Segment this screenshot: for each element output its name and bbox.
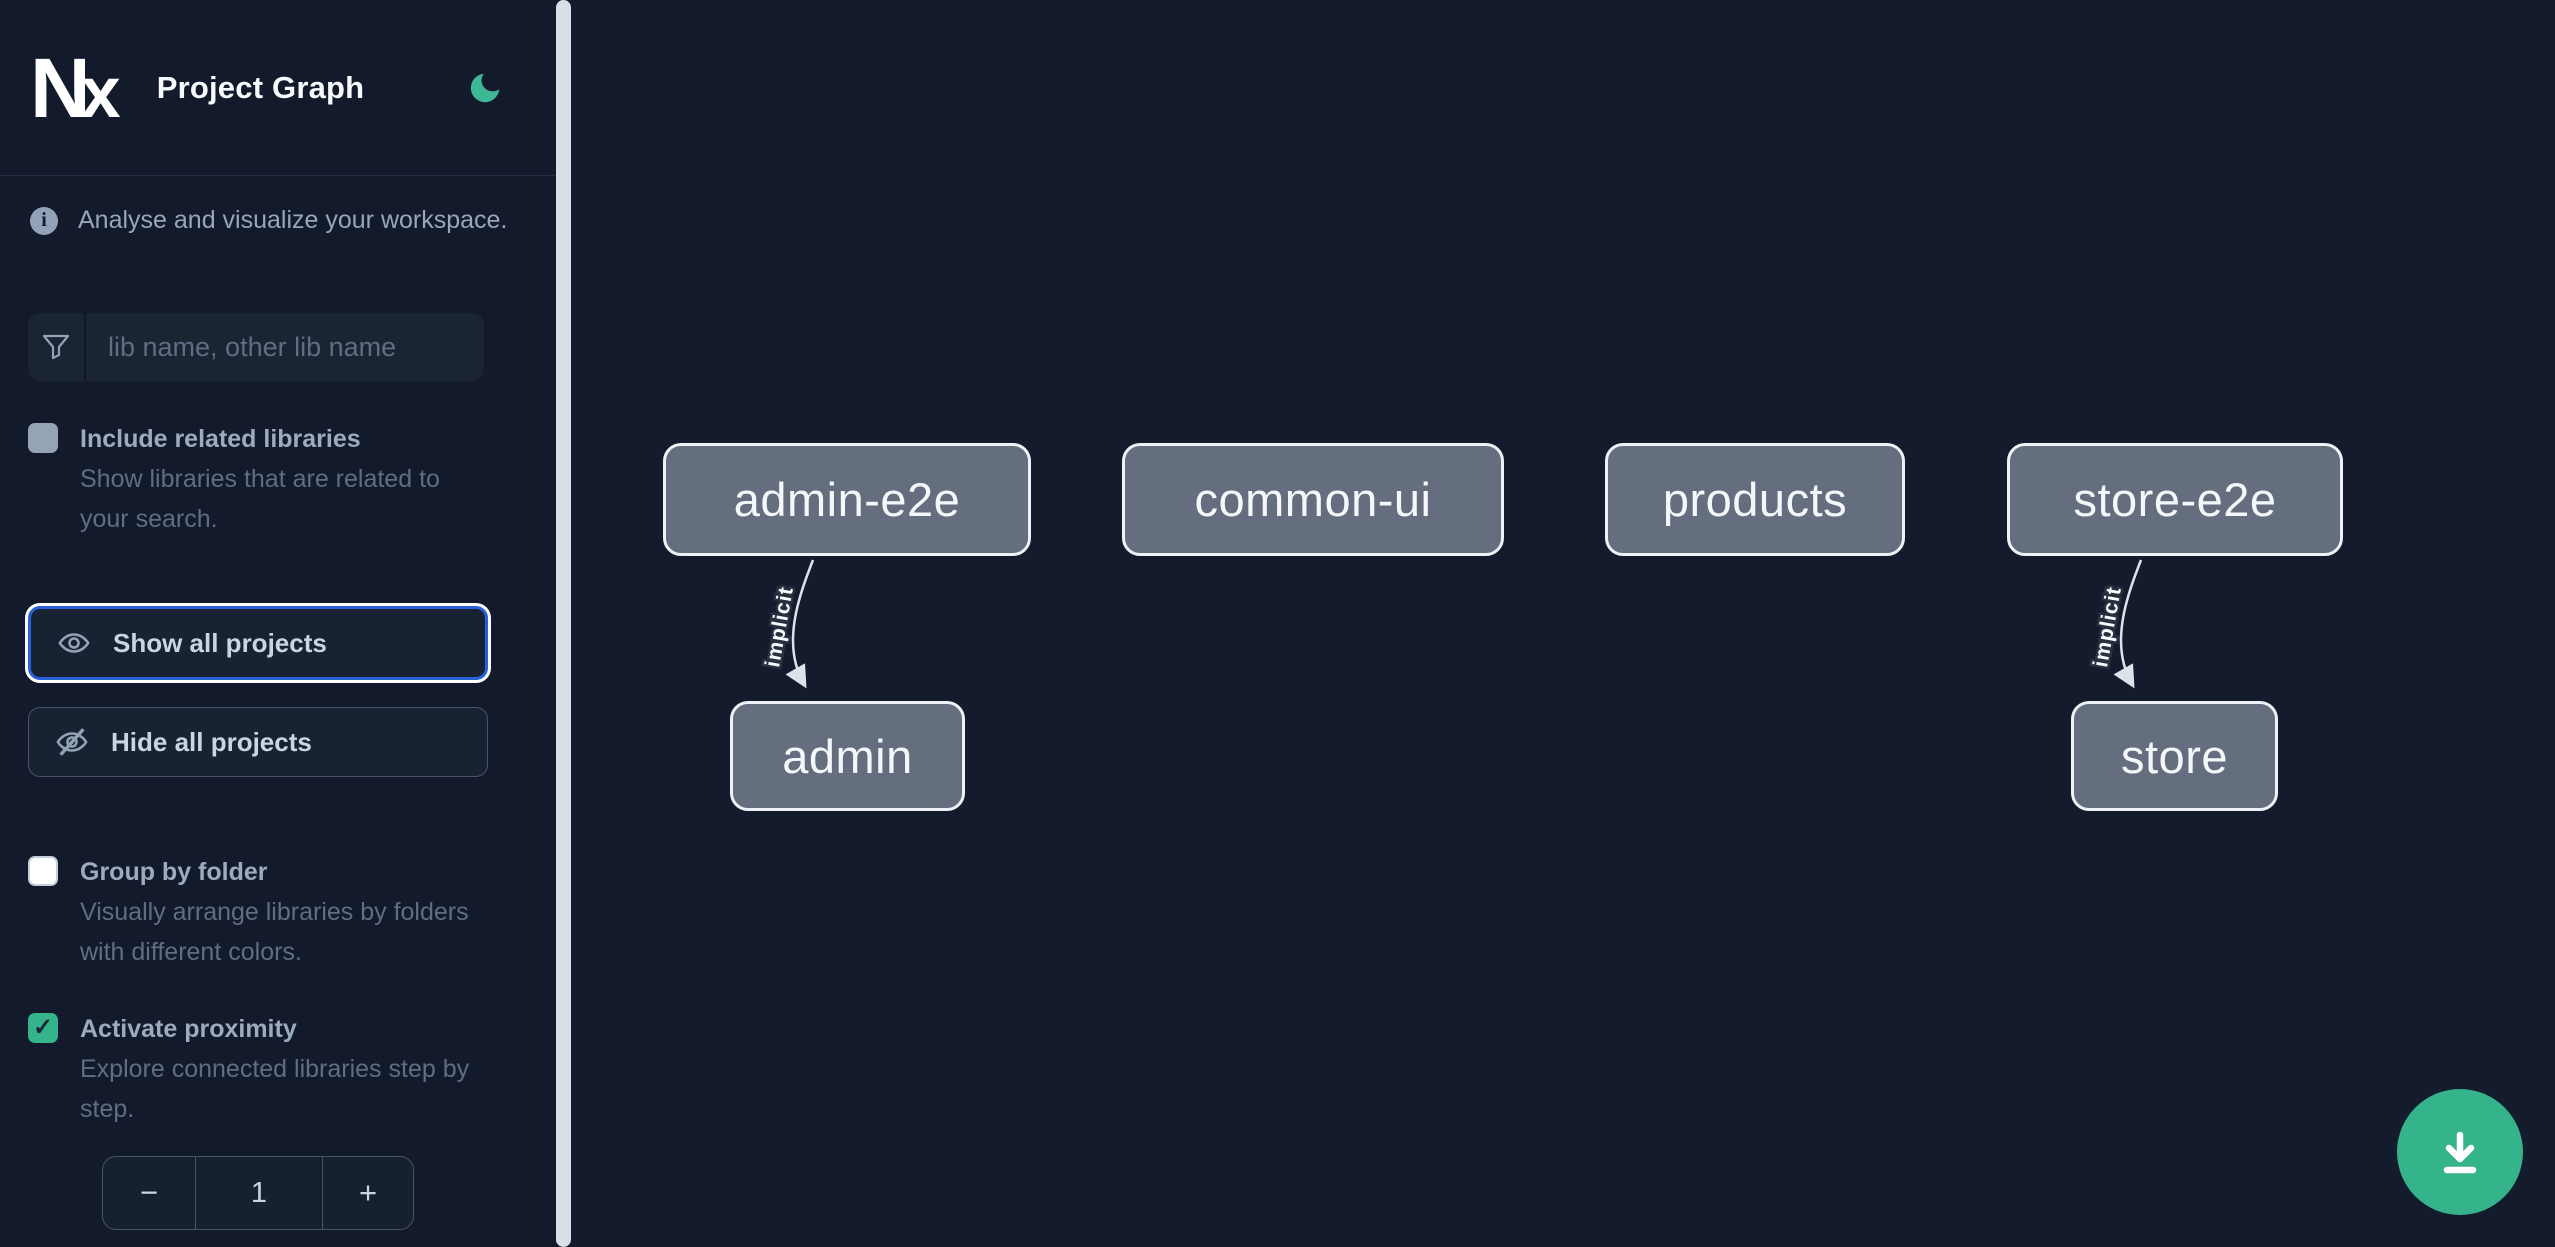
edge-store-e2e-store: [2113, 559, 2143, 689]
eye-off-icon: [56, 728, 88, 756]
check-icon: ✓: [32, 1014, 54, 1041]
download-icon: [2443, 1131, 2477, 1174]
filter-input[interactable]: [86, 313, 484, 381]
activate-proximity-label[interactable]: Activate proximity: [80, 1015, 297, 1043]
activate-proximity-description: Explore connected libraries step by step…: [80, 1055, 470, 1123]
info-icon: i: [30, 206, 58, 235]
eye-icon: [58, 633, 90, 653]
graph-node-store[interactable]: store: [2071, 701, 2278, 811]
edge-label: implicit: [2089, 585, 2126, 669]
nx-logo-icon: Nx: [30, 40, 121, 135]
sidebar: Nx Project Graph i Analyse and visualize…: [0, 0, 571, 1247]
moon-icon: [470, 73, 500, 102]
activate-proximity-checkbox[interactable]: ✓: [28, 1013, 58, 1043]
graph-node-admin-e2e[interactable]: admin-e2e: [663, 443, 1031, 556]
group-by-folder-label[interactable]: Group by folder: [80, 858, 268, 886]
include-related-description: Show libraries that are related to your …: [80, 465, 440, 533]
show-all-projects-label: Show all projects: [113, 627, 327, 658]
hide-all-projects-label: Hide all projects: [111, 726, 312, 757]
graph-edges: implicit implicit: [759, 559, 2143, 689]
option-group-by-folder: Group by folder Visually arrange librari…: [28, 852, 526, 972]
proximity-value: 1: [195, 1157, 323, 1229]
hide-all-projects-button[interactable]: Hide all projects: [28, 707, 488, 777]
page-title: Project Graph: [156, 69, 365, 105]
graph-node-store-e2e[interactable]: store-e2e: [2007, 443, 2343, 556]
group-by-folder-checkbox[interactable]: [28, 856, 58, 886]
graph-canvas[interactable]: implicit implicit admin-e2e common-ui pr…: [571, 0, 2555, 1247]
option-activate-proximity: ✓ Activate proximity Explore connected l…: [28, 1009, 526, 1129]
option-texts: Group by folder Visually arrange librari…: [80, 852, 488, 972]
option-include-related: Include related libraries Show libraries…: [28, 419, 526, 539]
tagline-text: Analyse and visualize your workspace.: [78, 206, 508, 234]
proximity-increment-button[interactable]: +: [323, 1157, 413, 1229]
proximity-stepper: − 1 +: [102, 1156, 414, 1230]
theme-toggle-button[interactable]: [466, 69, 504, 107]
funnel-filter-icon: [28, 313, 86, 381]
graph-node-products[interactable]: products: [1605, 443, 1905, 556]
show-all-projects-button[interactable]: Show all projects: [28, 606, 488, 680]
option-texts: Activate proximity Explore connected lib…: [80, 1009, 488, 1129]
include-related-label[interactable]: Include related libraries: [80, 425, 361, 453]
sidebar-header: Nx Project Graph: [0, 0, 556, 176]
graph-node-admin[interactable]: admin: [730, 701, 965, 811]
tagline-row: i Analyse and visualize your workspace.: [30, 206, 526, 235]
sidebar-scrollbar[interactable]: [556, 0, 571, 1247]
filter-input-group: [28, 313, 484, 381]
option-texts: Include related libraries Show libraries…: [80, 419, 488, 539]
include-related-checkbox[interactable]: [28, 423, 58, 453]
edge-label: implicit: [761, 585, 798, 669]
edge-admin-e2e-admin: [785, 559, 815, 689]
download-image-button[interactable]: [2397, 1089, 2523, 1215]
proximity-decrement-button[interactable]: −: [103, 1157, 195, 1229]
graph-node-common-ui[interactable]: common-ui: [1122, 443, 1504, 556]
group-by-folder-description: Visually arrange libraries by folders wi…: [80, 898, 469, 966]
